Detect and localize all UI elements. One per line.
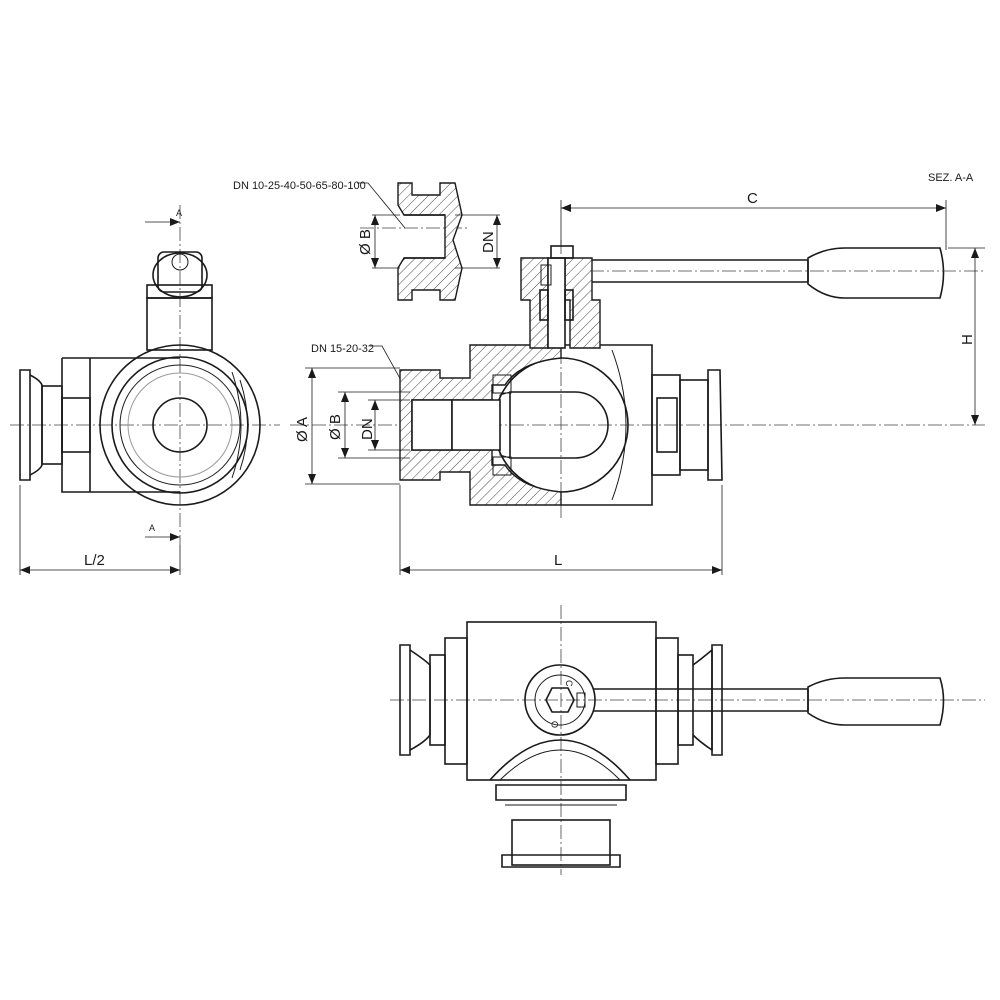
section-view: SEZ. A-A DN 15-20-32 [290,172,985,575]
position-mark-c: C [564,680,574,687]
side-view: A A L/2 [10,205,280,575]
dn-small-note: DN 15-20-32 [311,343,374,355]
dimension-l: L [554,552,562,569]
flange-detail: DN 10-25-40-50-65-80-100 Ø B DN [233,180,501,301]
top-view: C O [390,605,985,875]
dn-label: DN [359,418,376,440]
detail-dia-b-label: Ø B [357,229,374,255]
dimension-c: C [747,190,758,207]
dimension-h: H [959,334,976,345]
section-mark-bottom: A [149,523,155,533]
dia-b-label: Ø B [327,414,344,440]
dimension-l-half: L/2 [84,552,105,569]
dia-a-label: Ø A [294,417,311,442]
section-title: SEZ. A-A [928,172,974,184]
dn-large-note: DN 10-25-40-50-65-80-100 [233,180,366,192]
section-mark-top: A [176,208,182,218]
detail-dn-label: DN [480,231,497,253]
position-mark-o: O [550,721,560,728]
